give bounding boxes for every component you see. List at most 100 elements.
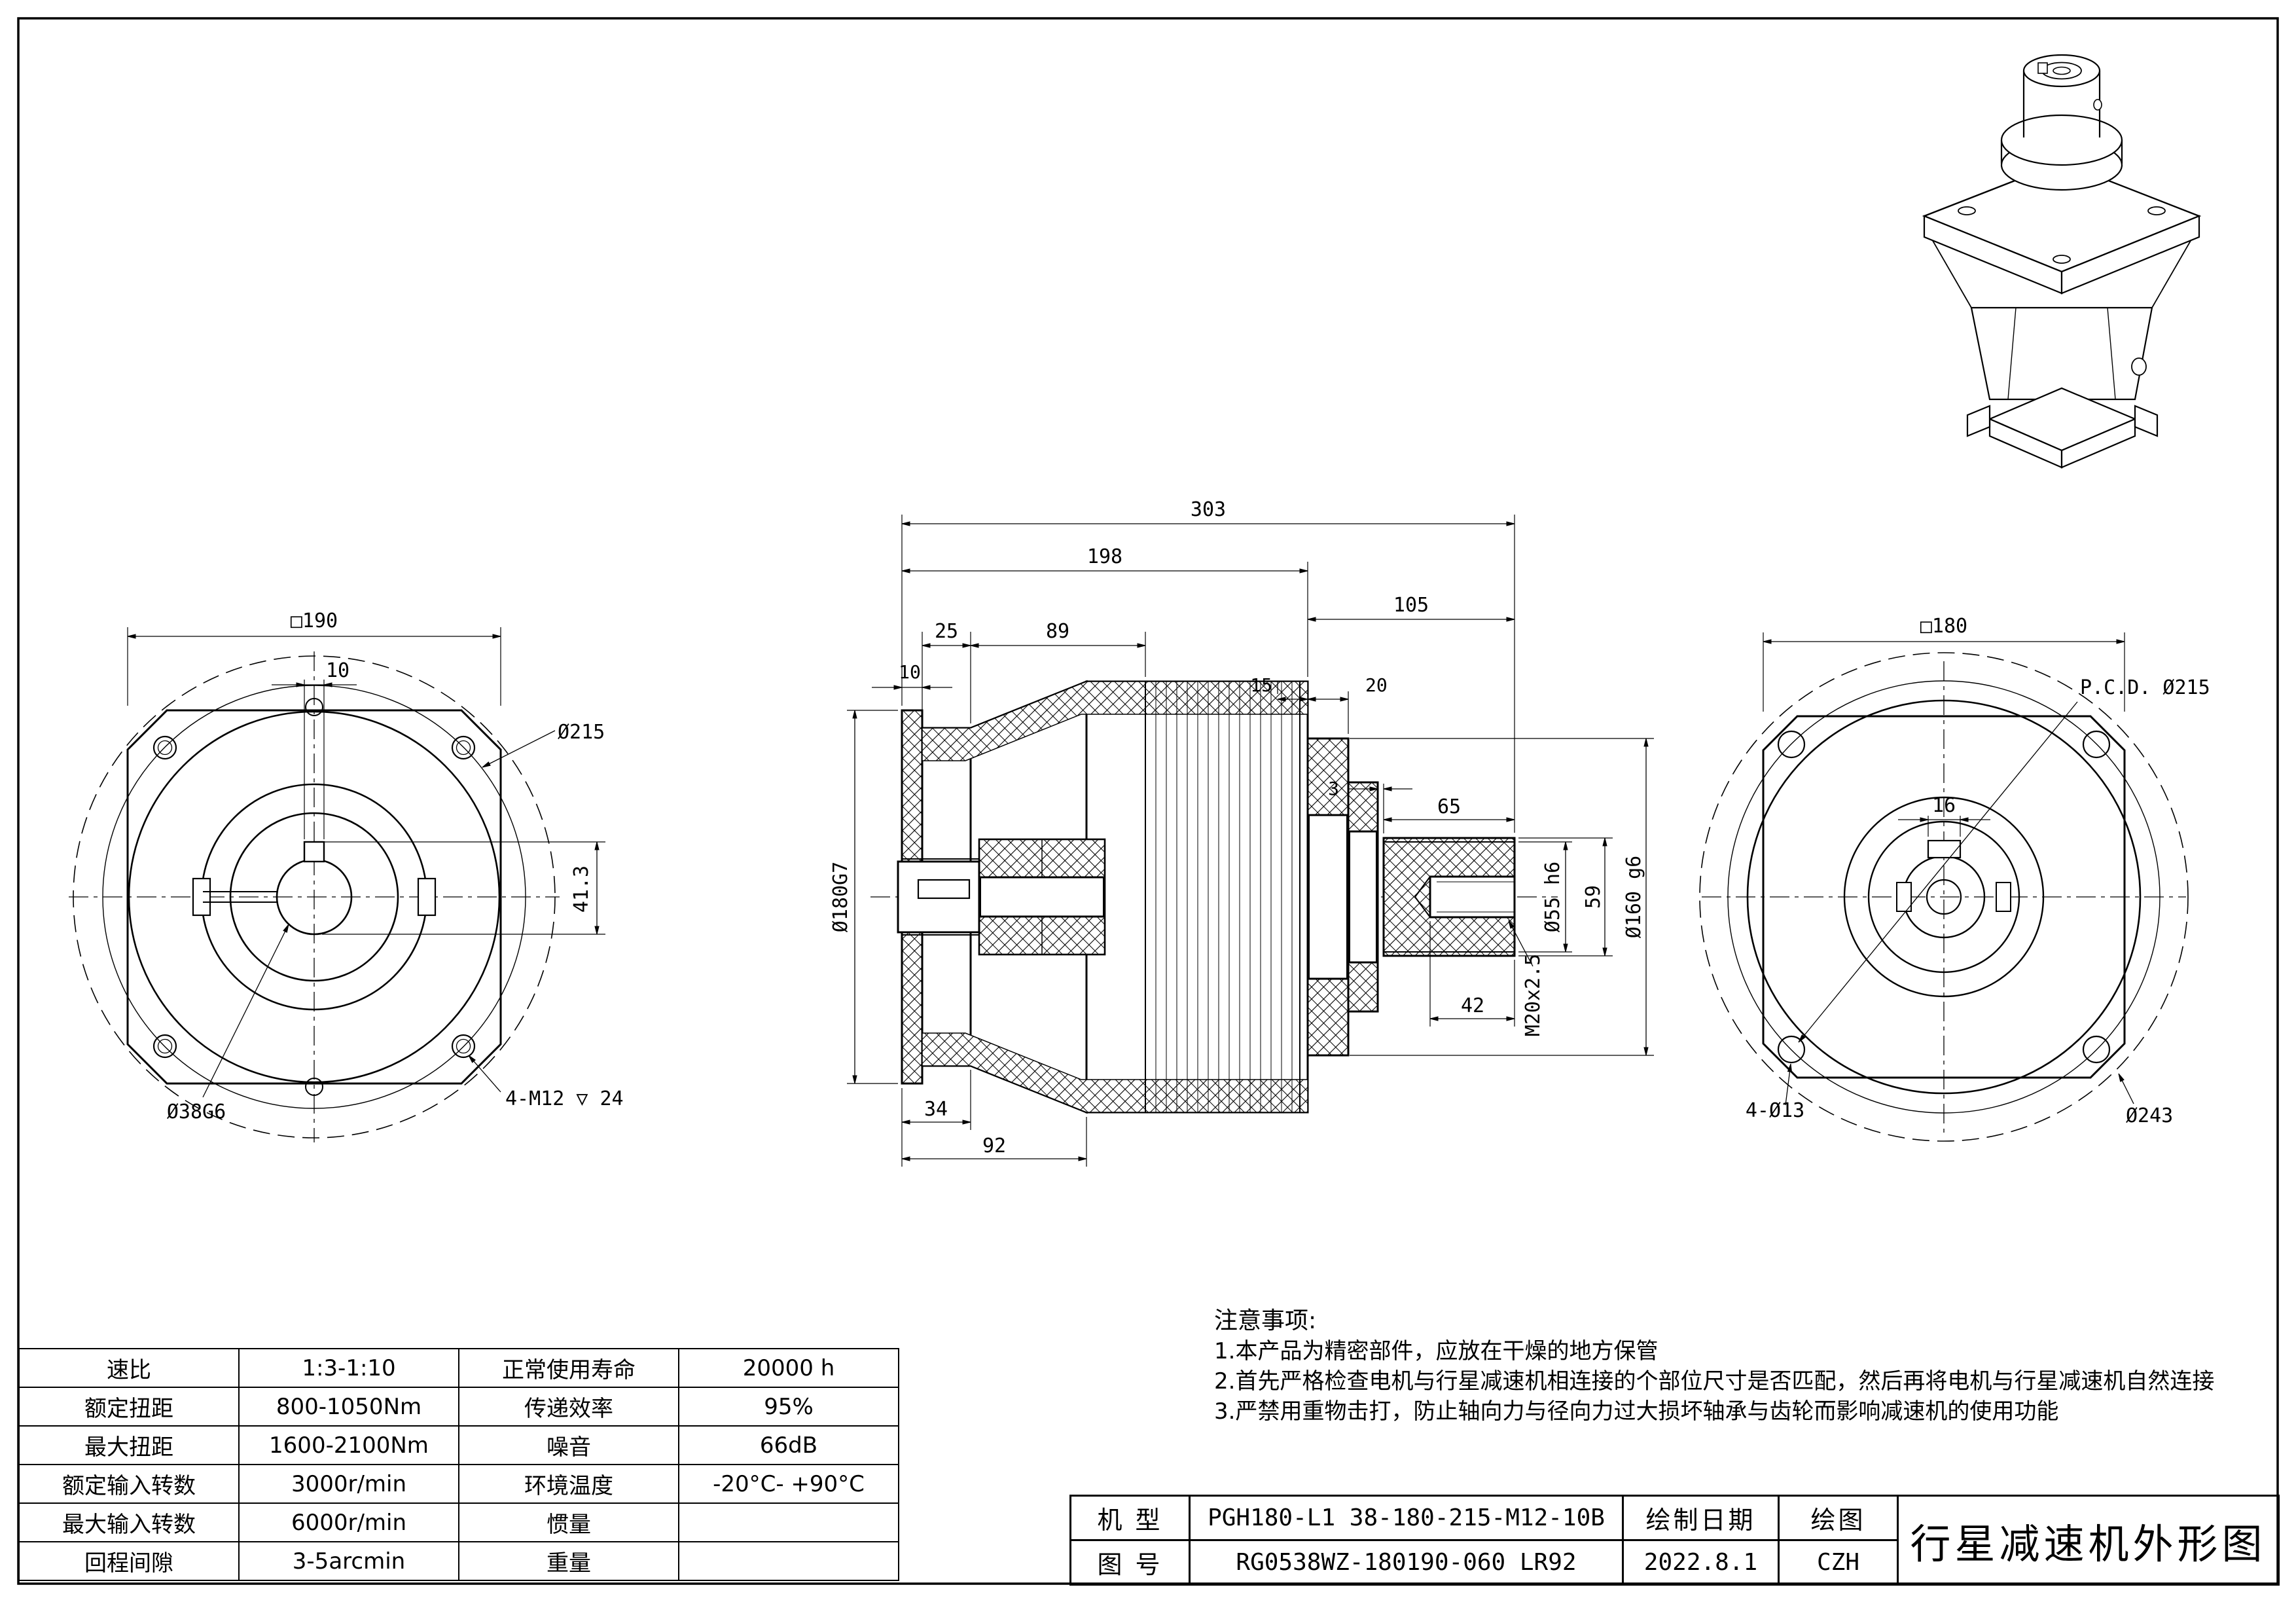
output-key <box>917 879 971 900</box>
table-row: 回程间隙 3-5arcmin 重量 <box>18 1541 899 1581</box>
motor-flange-opening <box>1308 814 1348 980</box>
drawer-value: CZH <box>1778 1539 1899 1586</box>
rear-view: □180 16 P.C.D. Ø215 4-Ø13 Ø243 <box>1699 615 2210 1142</box>
isometric-view <box>1922 54 2202 469</box>
dim-25: 25 <box>935 620 958 643</box>
flange-square-outline <box>1762 715 2126 1079</box>
bolt-holes <box>152 698 476 1096</box>
dim-rear-holes: 4-Ø13 <box>1746 1099 1804 1122</box>
table-row: 速比 1:3-1:10 正常使用寿命 20000 h <box>18 1348 899 1388</box>
spec-value: 95% <box>678 1387 899 1427</box>
dim-rear-square: □180 <box>1920 615 1967 638</box>
spec-label: 额定输入转数 <box>18 1464 240 1504</box>
table-row: 额定输入转数 3000r/min 环境温度 -20°C- +90°C <box>18 1464 899 1504</box>
iso-foot-right <box>2134 405 2159 437</box>
drawing-no-value: RG0538WZ-180190-060 LR92 <box>1189 1539 1624 1586</box>
keyway <box>303 841 325 863</box>
spec-value: 3000r/min <box>238 1464 459 1504</box>
iso-keyway <box>2037 62 2048 74</box>
corner-holes <box>1777 730 2111 1064</box>
outer-dashed-circle <box>1699 652 2189 1142</box>
note-line: 3.严禁用重物击打，防止轴向力与径向力过大损坏轴承与齿轮而影响减速机的使用功能 <box>1214 1398 2059 1425</box>
model-label: 机 型 <box>1069 1495 1191 1541</box>
dim-front-keyoffset: 10 <box>326 659 350 682</box>
rear-view-dimensions <box>1763 632 2134 1106</box>
note-line: 1.本产品为精密部件，应放在干燥的地方保管 <box>1214 1338 1659 1364</box>
dim-thread: M20x2.5 <box>1522 954 1545 1036</box>
body-circle <box>128 710 501 1083</box>
title-block: 机 型 PGH180-L1 38-180-215-M12-10B 绘制日期 绘图… <box>1069 1495 2280 1586</box>
notes-block: 注意事项: 1.本产品为精密部件，应放在干燥的地方保管 2.首先严格检查电机与行… <box>1214 1306 2287 1427</box>
dim-front-bore: Ø38G6 <box>167 1101 226 1123</box>
dim-92: 92 <box>982 1135 1006 1157</box>
dim-front-keyheight: 41.3 <box>570 865 593 913</box>
keyway <box>1927 839 1962 859</box>
threaded-bore <box>1429 875 1516 919</box>
drawing-title: 行星减速机外形图 <box>1897 1495 2280 1586</box>
dim-89: 89 <box>1046 620 1069 643</box>
spec-value: 6000r/min <box>238 1502 459 1542</box>
spec-label: 正常使用寿命 <box>458 1348 679 1388</box>
note-line: 2.首先严格检查电机与行星减速机相连接的个部位尺寸是否匹配，然后再将电机与行星减… <box>1214 1368 2215 1394</box>
spec-label: 速比 <box>18 1348 240 1388</box>
clamp-tab-left <box>1896 882 1912 912</box>
table-row: 最大扭距 1600-2100Nm 噪音 66dB <box>18 1425 899 1465</box>
spec-label: 回程间隙 <box>18 1541 240 1581</box>
front-view: □190 10 Ø215 41.3 4-M12 ▽ 24 Ø38G6 <box>69 610 624 1142</box>
section-view: 303 198 105 25 89 10 15 20 3 65 42 M20x2… <box>829 498 1654 1167</box>
date-label: 绘制日期 <box>1622 1495 1780 1541</box>
iso-foot-left <box>1966 405 1991 437</box>
iso-bolt-hole <box>2147 206 2166 215</box>
iso-bolt-hole <box>2053 255 2071 264</box>
iso-body-taper <box>1970 306 2153 401</box>
housing-wall-top <box>922 681 1308 761</box>
spec-label: 环境温度 <box>458 1464 679 1504</box>
dim-motor-length: 105 <box>1393 594 1429 617</box>
spec-value: 800-1050Nm <box>238 1387 459 1427</box>
flange-square-outline <box>126 709 502 1085</box>
spigot-circle <box>1843 796 2045 998</box>
dim-65: 65 <box>1437 795 1461 818</box>
dim-20: 20 <box>1365 674 1388 696</box>
dim-42: 42 <box>1461 994 1484 1017</box>
dim-front-pcd: Ø215 <box>558 721 605 744</box>
iso-bolt-hole <box>1958 206 1976 215</box>
spec-label: 惯量 <box>458 1502 679 1542</box>
body-circle <box>1746 699 2142 1095</box>
model-value: PGH180-L1 38-180-215-M12-10B <box>1189 1495 1624 1541</box>
main-cylinder <box>1085 680 1309 1114</box>
clamp-tab-left <box>192 877 211 917</box>
hub-mid-circle <box>229 812 399 982</box>
dim-flange-dia: Ø180G7 <box>829 862 852 932</box>
dim-total-length: 303 <box>1191 498 1226 521</box>
iso-side-hole <box>2093 99 2102 111</box>
dim-rear-pcd: P.C.D. Ø215 <box>2080 676 2210 699</box>
spec-value: 20000 h <box>678 1348 899 1388</box>
iso-plug-hole <box>2131 357 2147 376</box>
clamp-tab-right <box>417 877 437 917</box>
housing-wall-bottom <box>922 1032 1308 1113</box>
drawing-no-label: 图 号 <box>1069 1539 1191 1586</box>
spec-value: 1:3-1:10 <box>238 1348 459 1388</box>
dim-shaft-dia: Ø55 h6 <box>1541 862 1564 932</box>
front-view-dimensions <box>127 627 605 1098</box>
outer-dashed-circle <box>73 655 556 1138</box>
table-row: 额定扭距 800-1050Nm 传递效率 95% <box>18 1387 899 1427</box>
dim-front-square: □190 <box>291 610 338 632</box>
rib-band <box>1145 682 1300 1112</box>
dim-rear-od: Ø243 <box>2126 1104 2173 1127</box>
dim-front-bolts: 4-M12 ▽ 24 <box>505 1087 624 1110</box>
dim-15: 15 <box>1250 674 1272 696</box>
spec-value: 3-5arcmin <box>238 1541 459 1581</box>
table-row: 最大输入转数 6000r/min 惯量 <box>18 1502 899 1542</box>
center-hole <box>1926 879 1962 915</box>
dim-59: 59 <box>1582 885 1605 909</box>
dim-spigot-dia: Ø160 g6 <box>1623 856 1645 938</box>
spec-label: 额定扭距 <box>18 1387 240 1427</box>
spec-label: 最大输入转数 <box>18 1502 240 1542</box>
spec-value: 1600-2100Nm <box>238 1425 459 1465</box>
spec-label: 重量 <box>458 1541 679 1581</box>
dim-rear-key: 16 <box>1932 794 1956 817</box>
